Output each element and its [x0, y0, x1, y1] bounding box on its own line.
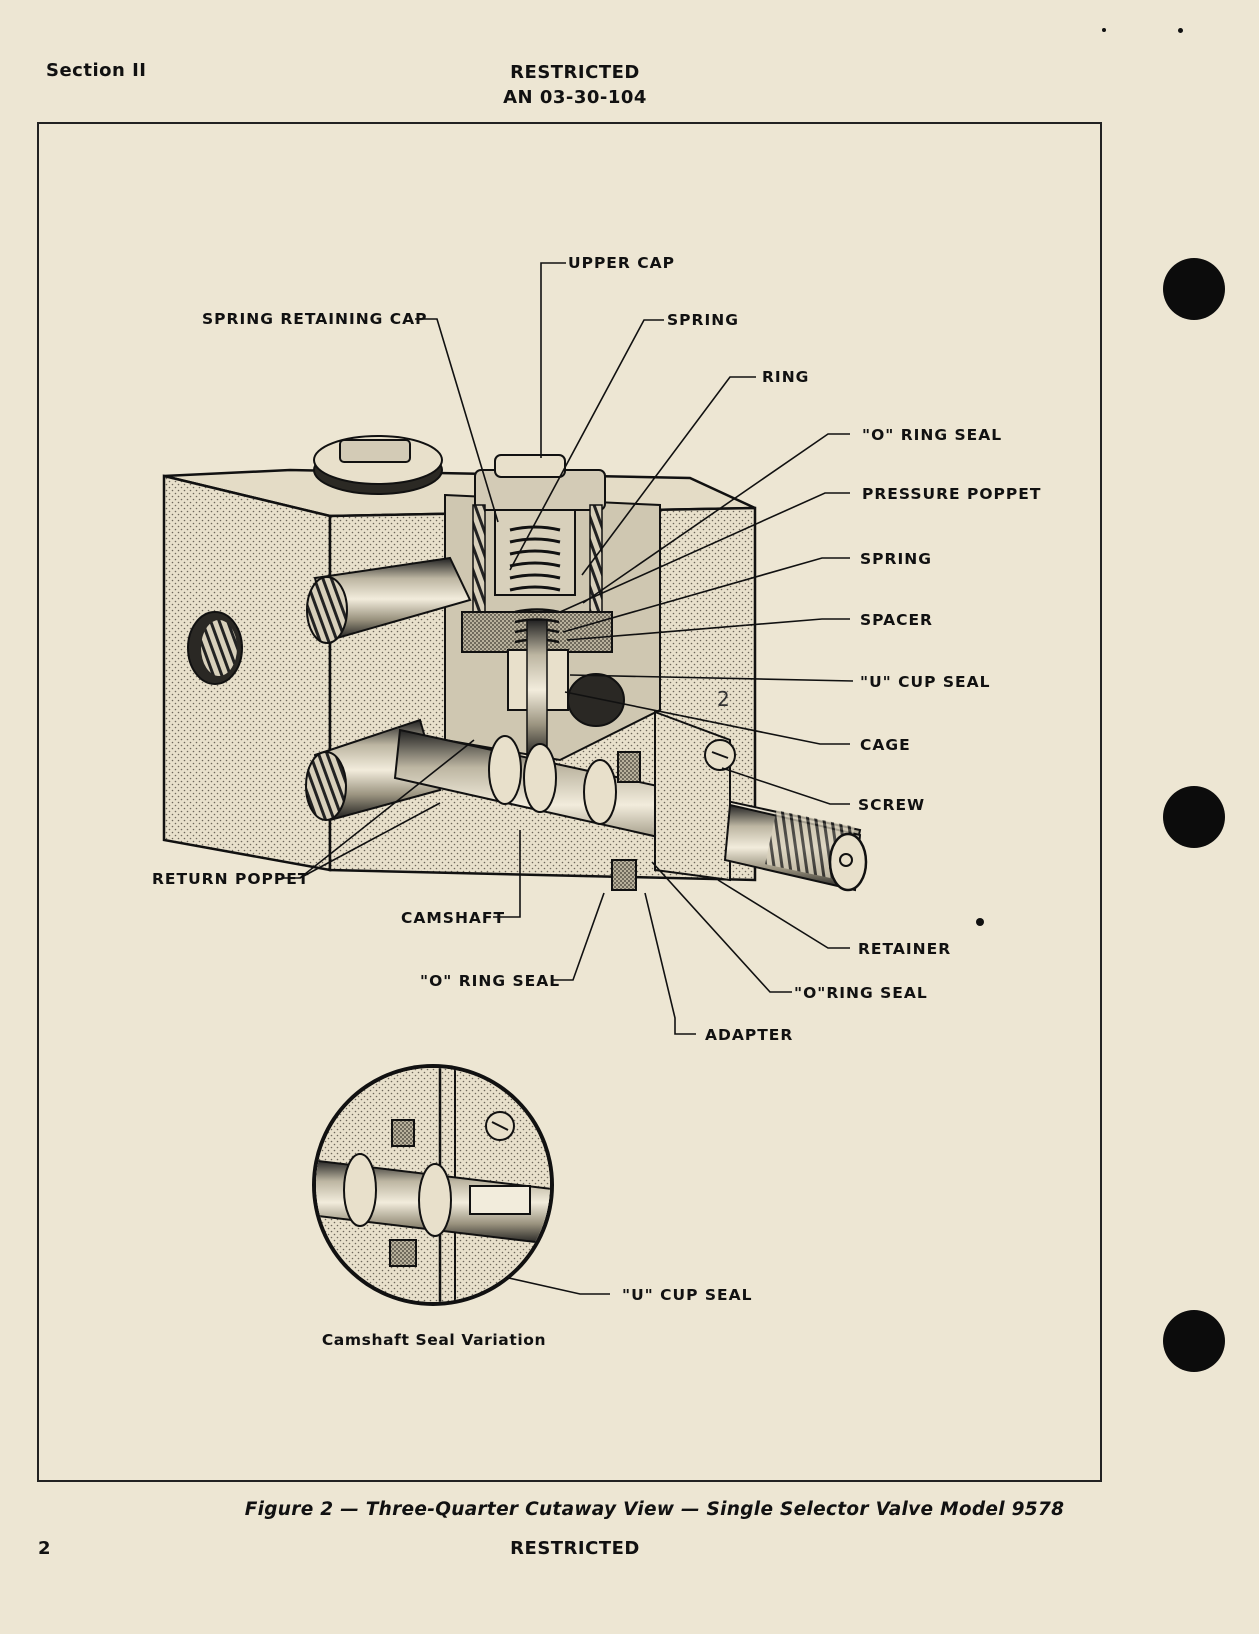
- speck: [1178, 28, 1183, 33]
- label-o-ring-seal-top: "O" RING SEAL: [862, 426, 1002, 444]
- figure-caption: Figure 2 — Three-Quarter Cutaway View — …: [244, 1499, 1065, 1520]
- page-header: RESTRICTED AN 03-30-104: [0, 60, 1150, 110]
- binder-hole-bottom: [1163, 1310, 1225, 1372]
- label-camshaft: CAMSHAFT: [401, 909, 505, 927]
- handwritten-mark: 2: [717, 687, 730, 711]
- section-label: Section II: [46, 60, 147, 81]
- document-number: AN 03-30-104: [503, 87, 647, 108]
- binder-hole-middle: [1163, 786, 1225, 848]
- label-u-cup-seal: "U" CUP SEAL: [860, 673, 990, 691]
- speck: [976, 918, 984, 926]
- label-return-poppet: RETURN POPPET: [152, 870, 309, 888]
- label-upper-cap: UPPER CAP: [568, 254, 675, 272]
- upper-fitting: [306, 556, 472, 644]
- page-number: 2: [38, 1538, 51, 1559]
- label-ring: RING: [762, 368, 809, 386]
- label-spacer: SPACER: [860, 611, 933, 629]
- label-o-ring-seal-left: "O" RING SEAL: [420, 972, 560, 990]
- label-retainer: RETAINER: [858, 940, 951, 958]
- label-cage: CAGE: [860, 736, 911, 754]
- inset-caption: Camshaft Seal Variation: [322, 1331, 546, 1349]
- classification-header: RESTRICTED: [510, 62, 640, 83]
- camshaft-illustration: [393, 710, 868, 892]
- leader-lines: [282, 262, 854, 1295]
- label-adapter: ADAPTER: [705, 1026, 793, 1044]
- figure-frame: [37, 122, 1102, 1482]
- label-pressure-poppet: PRESSURE POPPET: [862, 485, 1041, 503]
- classification-footer: RESTRICTED: [510, 1538, 640, 1559]
- binder-hole-top: [1163, 258, 1225, 320]
- label-screw: SCREW: [858, 796, 925, 814]
- label-spring-top: SPRING: [667, 311, 739, 329]
- label-inset-u-cup-seal: "U" CUP SEAL: [622, 1286, 752, 1304]
- speck: [1102, 28, 1106, 32]
- top-port-cap: [313, 435, 443, 495]
- label-spring-retaining-cap: SPRING RETAINING CAP: [202, 310, 428, 328]
- label-spring-mid: SPRING: [860, 550, 932, 568]
- label-o-ring-seal-right: "O"RING SEAL: [794, 984, 928, 1002]
